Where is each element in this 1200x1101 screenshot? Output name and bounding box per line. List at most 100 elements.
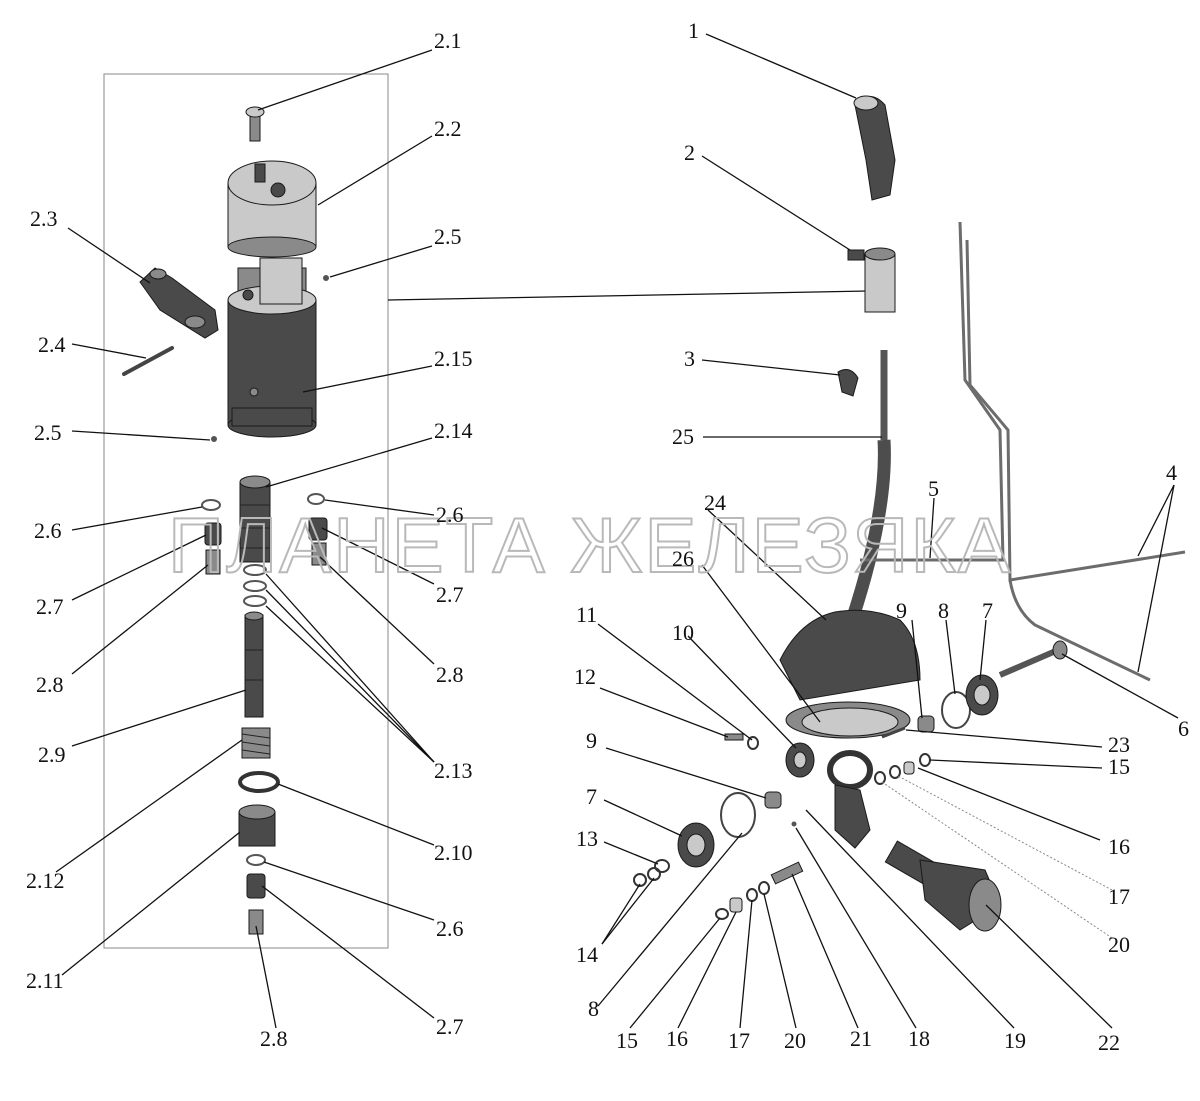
part-16-bush-upper xyxy=(903,761,915,775)
label-2-4: 2.4 xyxy=(38,332,66,357)
part-8-ring-lower xyxy=(720,792,756,838)
label-2-6-right: 2.6 xyxy=(436,502,464,527)
label-9-lower: 9 xyxy=(586,728,597,753)
part-18-ball xyxy=(791,821,797,827)
part-2-7-bush-bottom xyxy=(246,873,266,899)
part-17-washer-lower xyxy=(746,888,758,902)
part-15-ring-upper xyxy=(919,753,931,767)
label-1: 1 xyxy=(688,18,699,43)
leader-lines xyxy=(55,33,1179,1029)
label-2-5-upper: 2.5 xyxy=(434,224,462,249)
label-2-8-bottom: 2.8 xyxy=(260,1026,288,1051)
label-18: 18 xyxy=(908,1026,930,1051)
part-15-ring-lower xyxy=(715,908,729,920)
part-2-lock-body xyxy=(847,247,896,313)
label-26: 26 xyxy=(672,546,694,571)
watermark-text: ПЛАНЕТА ЖЕЛЕЗЯКА xyxy=(168,501,1012,589)
part-2-1-pin xyxy=(245,106,265,142)
label-7-lower: 7 xyxy=(586,784,597,809)
label-8-upper: 8 xyxy=(938,598,949,623)
label-25: 25 xyxy=(672,424,694,449)
label-2-3: 2.3 xyxy=(30,206,58,231)
part-21-pin xyxy=(770,861,804,885)
label-2-7-bottom: 2.7 xyxy=(436,1014,464,1039)
part-2-13-rings xyxy=(243,564,267,607)
label-6: 6 xyxy=(1178,716,1189,741)
part-13-ring xyxy=(654,859,670,873)
part-2-3-lever xyxy=(139,267,219,339)
label-2-5-lower: 2.5 xyxy=(34,420,62,445)
part-2-8-screw-left xyxy=(205,549,221,575)
part-3-clip xyxy=(837,369,859,397)
part-9-bush-lower xyxy=(764,791,782,809)
label-17-lower: 17 xyxy=(728,1028,750,1053)
label-22: 22 xyxy=(1098,1030,1120,1055)
part-20-ring-lower xyxy=(758,881,770,895)
label-10: 10 xyxy=(672,620,694,645)
label-2-7-left: 2.7 xyxy=(36,594,64,619)
label-11: 11 xyxy=(576,602,597,627)
label-21: 21 xyxy=(850,1026,872,1051)
label-2-14: 2.14 xyxy=(434,418,473,443)
label-23: 23 xyxy=(1108,732,1130,757)
label-2-6-left: 2.6 xyxy=(34,518,62,543)
part-7-bearing-upper xyxy=(965,674,999,716)
part-24-boot xyxy=(779,609,921,739)
label-7-upper: 7 xyxy=(982,598,993,623)
part-2-8-screw-bottom xyxy=(248,909,264,935)
part-2-6-ring-right xyxy=(307,493,325,505)
label-3: 3 xyxy=(684,346,695,371)
part-2-14-sleeve xyxy=(239,475,271,563)
subassembly-link-line xyxy=(387,290,869,301)
label-2-7-right: 2.7 xyxy=(436,582,464,607)
part-9-bush-upper xyxy=(917,715,935,733)
part-2-10-washer xyxy=(238,771,280,793)
label-2-13: 2.13 xyxy=(434,758,473,783)
part-2-7-bush-right xyxy=(308,517,328,541)
label-17-upper: 17 xyxy=(1108,884,1130,909)
label-24: 24 xyxy=(704,490,726,515)
part-2-15-housing xyxy=(227,257,317,438)
label-2: 2 xyxy=(684,140,695,165)
label-2-1: 2.1 xyxy=(434,28,462,53)
label-19: 19 xyxy=(1004,1028,1026,1053)
label-12: 12 xyxy=(574,664,596,689)
label-2-9: 2.9 xyxy=(38,742,66,767)
part-2-5-ball-lower xyxy=(211,436,217,442)
label-2-8-left: 2.8 xyxy=(36,672,64,697)
label-13: 13 xyxy=(576,826,598,851)
part-2-5-ball-upper xyxy=(323,275,329,281)
part-2-4-pin xyxy=(122,346,174,376)
label-2-8-right: 2.8 xyxy=(436,662,464,687)
part-2-12-spring xyxy=(241,727,271,759)
part-7-bearing-lower xyxy=(677,822,715,868)
part-25-lever-rod xyxy=(845,350,891,623)
part-10-bearing xyxy=(785,742,815,778)
part-2-11-nut xyxy=(238,804,276,847)
part-1-knob xyxy=(853,95,896,201)
label-2-12: 2.12 xyxy=(26,868,65,893)
part-17-washer-upper xyxy=(889,765,901,779)
label-9-upper: 9 xyxy=(896,598,907,623)
label-16-lower: 16 xyxy=(666,1026,688,1051)
part-6-bolt xyxy=(998,640,1068,678)
part-23-pin xyxy=(881,726,906,739)
part-14-rings xyxy=(633,867,661,887)
part-labels: 1 2 3 25 4 5 24 26 11 10 9 8 7 12 6 9 23… xyxy=(26,18,1189,1055)
label-14: 14 xyxy=(576,942,598,967)
part-2-7-bush-left xyxy=(204,522,222,546)
part-4-5-rods xyxy=(860,221,1186,682)
label-2-2: 2.2 xyxy=(434,116,462,141)
label-16-upper: 16 xyxy=(1108,834,1130,859)
label-2-10: 2.10 xyxy=(434,840,473,865)
part-2-6-ring-left xyxy=(201,499,221,511)
label-8-lower: 8 xyxy=(588,996,599,1021)
part-16-bush-lower xyxy=(729,897,743,913)
label-2-15: 2.15 xyxy=(434,346,473,371)
label-4: 4 xyxy=(1166,460,1177,485)
label-2-6-bottom: 2.6 xyxy=(436,916,464,941)
label-2-11: 2.11 xyxy=(26,968,64,993)
part-8-ring-upper xyxy=(941,691,971,729)
label-20-lower: 20 xyxy=(784,1028,806,1053)
